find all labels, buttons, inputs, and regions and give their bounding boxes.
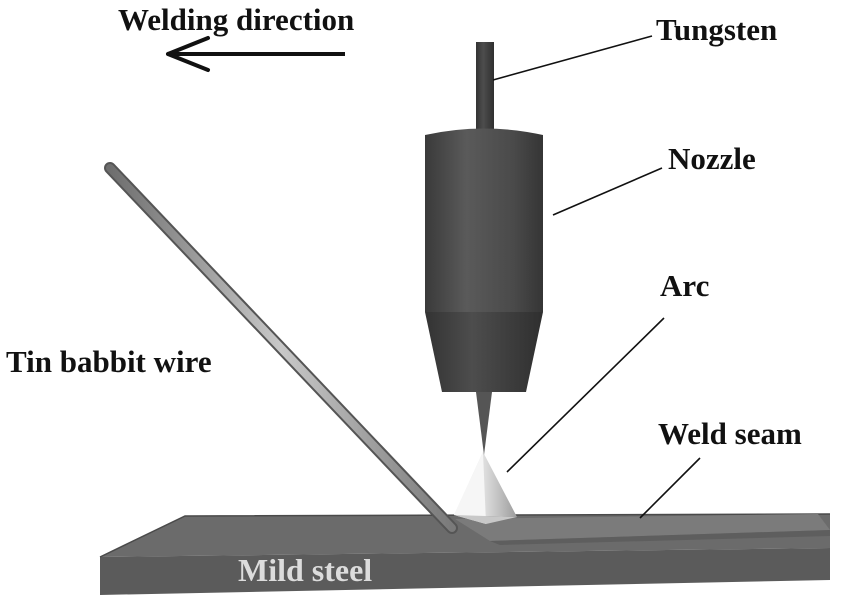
leader-lines bbox=[492, 35, 701, 519]
weld-seam-bead bbox=[455, 514, 830, 545]
weld-seam-label: Weld seam bbox=[658, 416, 802, 451]
nozzle-lower bbox=[425, 312, 543, 392]
tin-babbit-wire-label: Tin babbit wire bbox=[6, 344, 212, 379]
welding-direction-label: Welding direction bbox=[118, 2, 355, 37]
nozzle-upper bbox=[425, 128, 543, 312]
nozzle-label: Nozzle bbox=[668, 141, 756, 176]
arc-label: Arc bbox=[660, 268, 710, 303]
tungsten-label: Tungsten bbox=[656, 12, 778, 47]
arc-leader bbox=[506, 317, 665, 473]
tungsten-rod bbox=[476, 42, 494, 138]
welding-torch bbox=[425, 42, 543, 455]
mild-steel-label: Mild steel bbox=[238, 552, 373, 588]
weld-seam-leader bbox=[639, 457, 701, 519]
arc-glow bbox=[454, 452, 517, 524]
nozzle-leader bbox=[552, 167, 663, 216]
tungsten-tip bbox=[476, 392, 492, 455]
welding-direction-arrow bbox=[166, 36, 345, 72]
tungsten-leader bbox=[492, 35, 653, 81]
tin-babbit-wire bbox=[104, 162, 458, 534]
